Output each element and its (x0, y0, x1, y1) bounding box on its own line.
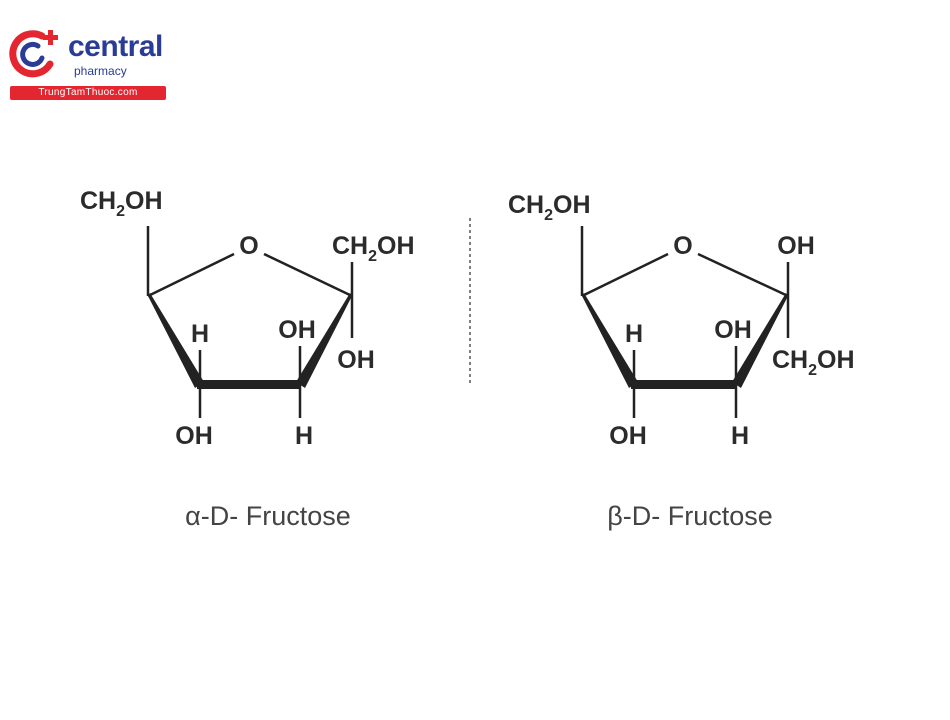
alpha-c3-oh-label: OH (278, 316, 316, 344)
alpha-c4-h-label: H (191, 320, 209, 348)
brand-url: TrungTamThuoc.com (10, 86, 166, 100)
central-pharmacy-logo-icon (9, 30, 58, 78)
beta-bond-c5-c4-wedge (582, 293, 638, 388)
alpha-c4-oh-label: OH (175, 422, 213, 450)
beta-bond-c4-c3-bold (631, 380, 737, 389)
alpha-c2-ch2oh-label: CH2OH (332, 232, 415, 265)
beta-ch2oh-top-label: CH2OH (508, 191, 591, 224)
alpha-c2-oh-label: OH (337, 346, 375, 374)
alpha-ring-oxygen-label: O (239, 232, 258, 260)
alpha-bond-o-c2 (263, 252, 353, 298)
beta-ring-oxygen-label: O (673, 232, 692, 260)
beta-c2-oh-label: OH (777, 232, 815, 260)
beta-c4-h-label: H (625, 320, 643, 348)
logo: central pharmacy TrungTamThuoc.com (8, 28, 168, 102)
alpha-bond-c5-c4-wedge (148, 293, 204, 388)
alpha-fructose-title: α-D- Fructose (185, 501, 351, 531)
brand-subtitle: pharmacy (74, 64, 127, 78)
beta-c2-ch2oh-label: CH2OH (772, 346, 855, 379)
alpha-bond-c4-c3-bold (197, 380, 301, 389)
beta-fructose-structure: CH2OH O OH CH2OH OH H H OH β-D- Fructose (508, 191, 855, 531)
beta-bond-c3-c2-wedge (732, 293, 788, 388)
beta-c3-oh-label: OH (714, 316, 752, 344)
alpha-c3-h-label: H (295, 422, 313, 450)
beta-fructose-title: β-D- Fructose (607, 501, 773, 531)
alpha-bond-c5-o (147, 252, 235, 298)
alpha-fructose-structure: CH2OH O CH2OH OH OH H H OH α-D- Fructose (80, 187, 415, 531)
alpha-bond-c3-c2-wedge (296, 293, 352, 388)
beta-c3-h-label: H (731, 422, 749, 450)
brand-name: central (68, 30, 163, 63)
alpha-ch2oh-top-label: CH2OH (80, 187, 163, 220)
beta-bond-c5-o (581, 252, 669, 298)
beta-c4-oh-label: OH (609, 422, 647, 450)
beta-bond-o-c2 (697, 252, 789, 298)
